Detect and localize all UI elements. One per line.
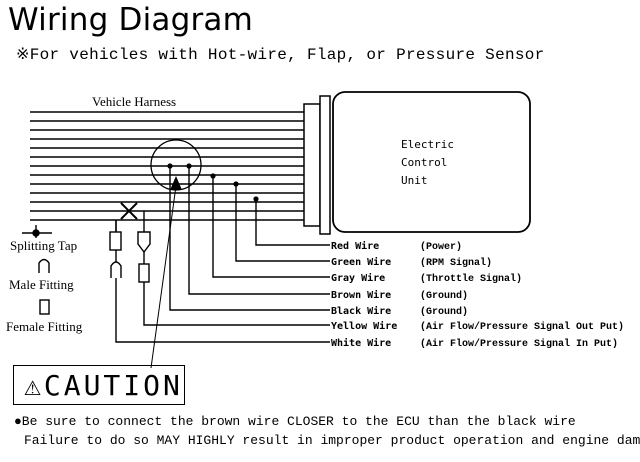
wire-desc-green: (RPM Signal) [420, 257, 492, 269]
tap-wires [115, 166, 330, 343]
wire-desc-brown: (Ground) [420, 290, 468, 302]
wire-labels: Red Wire (Power) Green Wire (RPM Signal)… [331, 240, 624, 350]
legend-male-fitting-icon [38, 258, 50, 273]
junction-dots [167, 163, 259, 202]
wire-label-yellow: Yellow Wire [331, 320, 397, 332]
page-title: Wiring Diagram [8, 2, 254, 38]
harness-label: Vehicle Harness [92, 94, 176, 109]
caution-box: ⚠CAUTION [13, 365, 185, 405]
warning-triangle-icon: ⚠ [24, 369, 44, 402]
male-fitting-icon [137, 231, 151, 254]
female-fitting-icon [138, 263, 150, 283]
wire-label-black: Black Wire [331, 305, 391, 317]
red-wire-line [255, 199, 330, 246]
wire-desc-gray: (Throttle Signal) [420, 273, 522, 285]
arrow-marker [170, 176, 182, 190]
wire-desc-black: (Ground) [420, 306, 468, 318]
splitting-tap-fitting [109, 231, 122, 251]
ecu-label-line1: Electric [401, 138, 454, 151]
wire-desc-red: (Power) [420, 241, 462, 253]
wire-label-brown: Brown Wire [331, 289, 391, 301]
ecu-box [332, 91, 531, 233]
legend-splitting-tap: Splitting Tap [10, 238, 77, 253]
caution-label: CAUTION [43, 369, 183, 402]
caution-note-line1: ●Be sure to connect the brown wire CLOSE… [14, 414, 576, 429]
legend-male-fitting: Male Fitting [9, 277, 74, 292]
legend-splitting-tap-icon [22, 225, 52, 238]
cut-mark-icon [120, 202, 138, 220]
ecu-connector [303, 103, 321, 227]
wire-desc-white: (Air Flow/Pressure Signal In Put) [420, 338, 618, 350]
legend-female-fitting: Female Fitting [6, 319, 83, 334]
wire-label-gray: Gray Wire [331, 272, 385, 284]
ecu-label-line2: Control [401, 156, 447, 169]
legend-female-fitting-icon [39, 299, 50, 315]
page-subtitle: ※For vehicles with Hot-wire, Flap, or Pr… [16, 46, 545, 64]
male-fitting-upper [110, 261, 122, 278]
wire-desc-yellow: (Air Flow/Pressure Signal Out Put) [420, 321, 624, 333]
ecu-label-line3: Unit [401, 174, 428, 187]
wire-label-white: White Wire [331, 337, 391, 349]
caution-pointer-line [150, 185, 177, 369]
wire-label-green: Green Wire [331, 256, 391, 268]
wire-label-red: Red Wire [331, 240, 379, 252]
ecu-connector-flange [319, 95, 331, 235]
caution-note-line2: Failure to do so MAY HIGHLY result in im… [24, 433, 640, 448]
